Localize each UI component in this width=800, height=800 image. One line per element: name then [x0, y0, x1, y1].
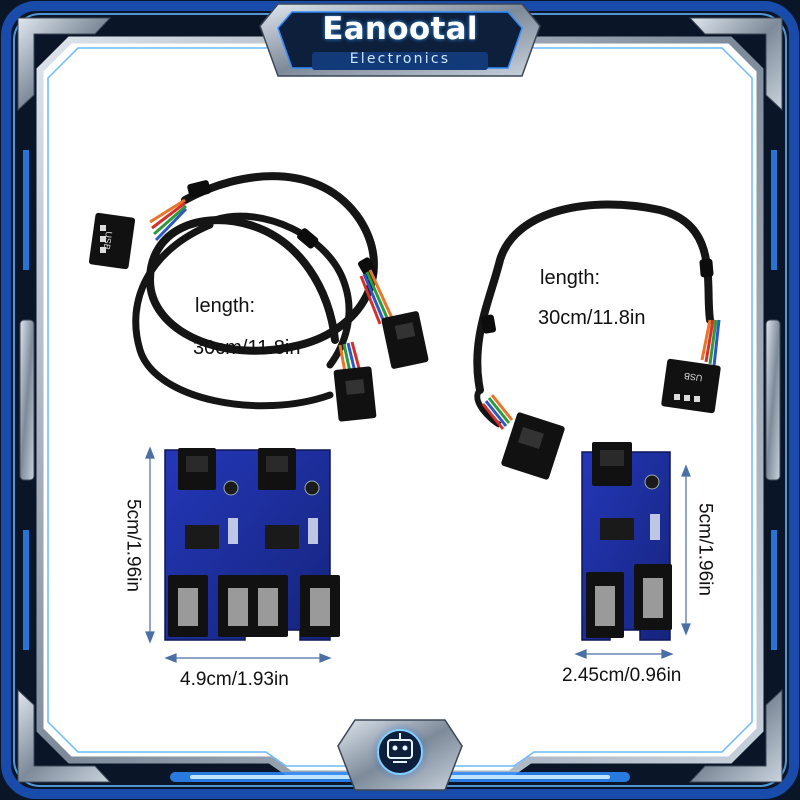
dimension-arrows	[145, 446, 691, 663]
board-height-label: 5cm/1.96in	[694, 503, 716, 596]
robot-face-icon	[337, 719, 463, 791]
right-single-hub-board	[581, 442, 672, 641]
left-dual-hub-boards	[164, 448, 340, 641]
usb-connector-label: USB	[683, 370, 704, 384]
cable-length-title: length:	[540, 267, 601, 289]
brand-name: Eanootal	[322, 11, 478, 47]
board-width-label: 2.45cm/0.96in	[562, 665, 682, 686]
brand-plate	[259, 3, 541, 77]
cable-length-value: 30cm/11.8in	[193, 337, 301, 359]
cable-length-title: length:	[195, 295, 256, 317]
right-single-cable	[473, 200, 721, 480]
board-width-label: 4.9cm/1.93in	[180, 669, 289, 690]
brand-subtitle: Electronics	[349, 51, 451, 67]
board-height-label: 5cm/1.96in	[122, 499, 144, 592]
left-split-cable	[88, 172, 429, 422]
usb-connector-label: USB	[101, 230, 114, 251]
cable-length-value: 30cm/11.8in	[538, 307, 646, 329]
